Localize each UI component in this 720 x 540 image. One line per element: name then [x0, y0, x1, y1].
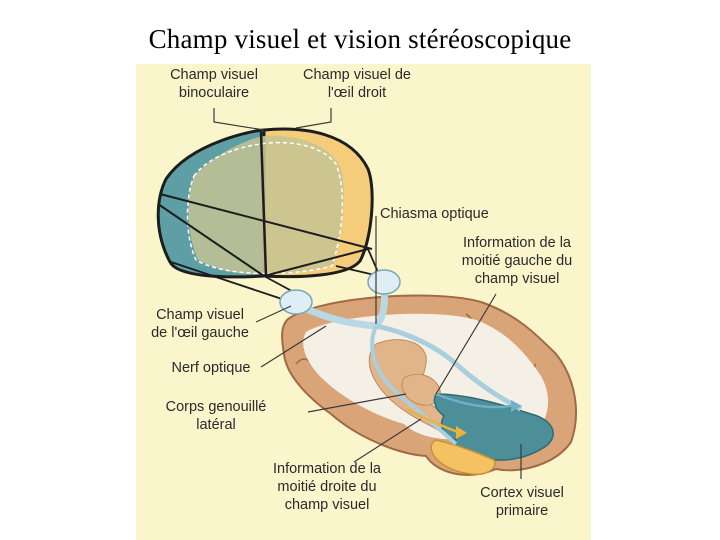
left-half-leader	[435, 293, 497, 395]
binocular-leader	[213, 108, 265, 131]
overlap-right-part	[264, 135, 344, 275]
overlap-dashed-outline	[186, 141, 344, 275]
right-half-leader	[353, 418, 422, 463]
binocular-overlap-shape	[188, 136, 264, 275]
visual-pathway-diagram: Champ visuel binoculaire Champ visuel de…	[136, 64, 591, 540]
lgn-leader	[307, 393, 407, 413]
blue-arrowhead	[511, 400, 522, 412]
vertical-meridian	[259, 131, 268, 277]
label-lgn: Corps genouillé latéral	[165, 399, 267, 433]
optic-tract-left-fibers	[375, 323, 523, 412]
label-right-half-info: Information de la moitié droite du champ…	[272, 461, 381, 513]
label-optic-nerve: Nerf optique	[171, 360, 251, 376]
slide-title: Champ visuel et vision stéréoscopique	[148, 24, 572, 54]
label-optic-chiasm: Chiasma optique	[380, 206, 489, 222]
label-right-eye-field: Champ visuel de l'œil droit	[303, 67, 411, 101]
yellow-arrowhead	[456, 426, 467, 439]
visual-cortex-yellow	[430, 439, 496, 476]
right-eye	[367, 269, 401, 295]
label-left-eye-field: Champ visuel de l'œil gauche	[151, 307, 249, 341]
left-field-divider	[157, 203, 265, 277]
label-left-half-info: Information de la moitié gauche du champ…	[461, 235, 573, 287]
blue-pathway-arrow	[435, 392, 512, 409]
optic-tract-right-fibers	[370, 325, 458, 446]
label-binocular-field: Champ visuel binoculaire	[170, 67, 258, 101]
center-divider	[263, 248, 369, 277]
ray-left-1	[170, 261, 292, 303]
yellow-pathway-arrow	[405, 407, 459, 434]
diagram-art	[156, 108, 577, 479]
optic-nerve-leader	[260, 325, 327, 368]
left-eye-field-leader	[255, 305, 292, 323]
right-field-divider	[159, 193, 373, 250]
left-eye	[279, 289, 313, 315]
right-field-leader	[295, 108, 332, 129]
label-primary-cortex: Cortex visuel primaire	[480, 485, 564, 519]
